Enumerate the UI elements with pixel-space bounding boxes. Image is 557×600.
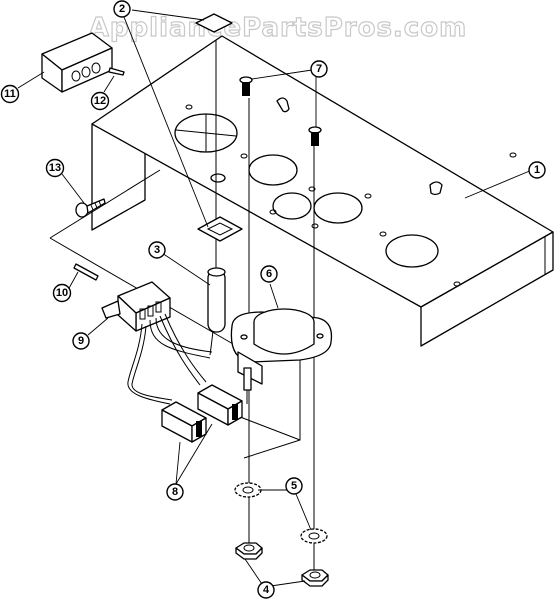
callout-3: 3 — [148, 241, 166, 259]
mounting-screw — [75, 198, 106, 218]
callout-10-label: 10 — [56, 287, 68, 299]
plane-edge-left — [49, 169, 161, 239]
screw-right — [308, 126, 322, 146]
hex-nut-left — [235, 542, 263, 560]
leader-lines — [17, 9, 533, 588]
terminal-pin — [108, 67, 125, 76]
sensor-probe — [207, 248, 226, 333]
callout-6-label: 6 — [266, 268, 272, 280]
callout-8-label: 8 — [172, 486, 178, 498]
callout-8: 8 — [166, 483, 184, 501]
callout-12: 12 — [90, 91, 110, 111]
thermostat — [230, 308, 333, 404]
terminal-upper — [197, 384, 243, 426]
watermark-text: AppliancePartsPros.com — [89, 13, 467, 43]
callout-11: 11 — [0, 84, 20, 104]
callout-9: 9 — [72, 332, 90, 350]
callout-11-label: 11 — [4, 88, 16, 100]
callout-6: 6 — [260, 265, 278, 283]
callout-2: 2 — [113, 0, 131, 18]
callout-13-label: 13 — [49, 162, 61, 174]
square-bushing-top — [195, 13, 233, 33]
terminal-lower — [161, 401, 207, 443]
callout-7: 7 — [310, 60, 328, 78]
callout-13: 13 — [45, 158, 65, 178]
lock-washer-left — [234, 482, 262, 498]
square-bushing-bottom — [197, 216, 243, 242]
callout-12-label: 12 — [94, 95, 106, 107]
callout-5-label: 5 — [291, 480, 297, 492]
wire-plug — [101, 281, 171, 332]
callout-7-label: 7 — [316, 63, 322, 75]
callout-4: 4 — [257, 581, 275, 599]
callout-5: 5 — [285, 477, 303, 495]
callout-2-label: 2 — [119, 3, 125, 15]
callout-1-label: 1 — [534, 164, 540, 176]
screw-left — [239, 76, 253, 96]
connector-housing — [41, 32, 113, 93]
lock-washer-right — [300, 528, 328, 544]
callout-4-label: 4 — [263, 584, 270, 596]
callout-1: 1 — [528, 161, 546, 179]
loose-pin — [73, 263, 99, 281]
bracket-plate — [91, 35, 554, 347]
callout-10: 10 — [52, 283, 72, 303]
hex-nut-right — [301, 569, 329, 587]
callout-9-label: 9 — [78, 335, 84, 347]
callout-3-label: 3 — [154, 244, 160, 256]
